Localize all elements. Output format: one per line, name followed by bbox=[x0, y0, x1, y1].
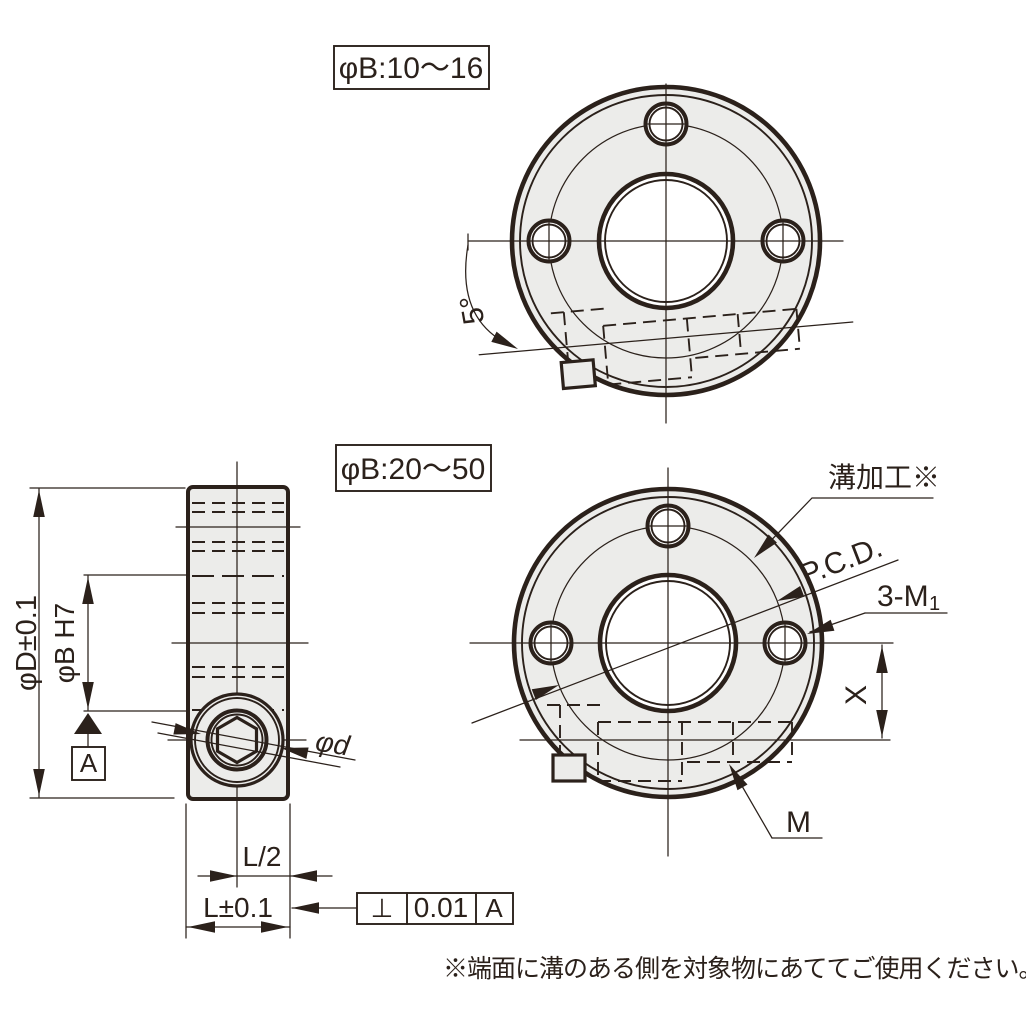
angle-dimension: 5° bbox=[454, 244, 521, 355]
length-dimension: L±0.1 bbox=[185, 803, 291, 939]
thread-label: 3-M bbox=[877, 580, 929, 613]
side-view: φd φD±0.1 φB H7 A bbox=[11, 461, 514, 939]
m-leader: M bbox=[723, 761, 823, 839]
angle-label: 5° bbox=[454, 293, 491, 327]
set-screw bbox=[189, 692, 285, 788]
variant-label-small-text: φB:10〜16 bbox=[339, 52, 484, 85]
tolerance-frame: ⊥ 0.01 A bbox=[291, 892, 514, 925]
frame-box bbox=[356, 892, 514, 925]
groove-label: 溝加工※ bbox=[828, 462, 940, 493]
screw-dia-label: φd bbox=[313, 726, 353, 762]
front-view-small-bore: 5° bbox=[454, 83, 854, 424]
datum-box bbox=[71, 746, 106, 781]
pcd-label: P.C.D. bbox=[796, 531, 887, 592]
length-label: L±0.1 bbox=[203, 892, 273, 923]
half-length-dimension: L/2 bbox=[197, 803, 333, 939]
outer-dia-label: φD±0.1 bbox=[11, 595, 43, 691]
bore-dia-label: φB H7 bbox=[49, 603, 80, 683]
groove-leader: 溝加工※ bbox=[749, 462, 940, 563]
screw-dia-dimension: φd bbox=[151, 721, 356, 768]
m-dim-label: M bbox=[786, 806, 811, 839]
datum-triangle bbox=[74, 713, 102, 734]
bore-dia-dimension: φB H7 A bbox=[49, 574, 190, 781]
hex-socket bbox=[215, 715, 259, 765]
outer-dia-dimension: φD±0.1 bbox=[11, 487, 186, 799]
center-lines bbox=[467, 83, 844, 424]
variant-label-small: φB:10〜16 bbox=[333, 45, 490, 90]
datum-label: A bbox=[80, 748, 98, 778]
variant-label-large: φB:20〜50 bbox=[335, 444, 492, 492]
variant-label-large-text: φB:20〜50 bbox=[341, 453, 486, 486]
groove-hidden-lines bbox=[478, 290, 854, 391]
tolerance-datum: A bbox=[485, 893, 503, 923]
thread-label-subscript: 1 bbox=[929, 593, 940, 615]
usage-note: ※端面に溝のある側を対象物にあててご使用ください。 bbox=[443, 955, 1026, 983]
tolerance-value: 0.01 bbox=[414, 892, 469, 923]
x-dimension: X bbox=[840, 644, 888, 739]
x-dim-label: X bbox=[840, 685, 873, 705]
half-length-label: L/2 bbox=[243, 841, 282, 872]
perpendicularity-icon: ⊥ bbox=[371, 893, 394, 923]
groove-hidden-lines bbox=[519, 703, 891, 783]
thread-leader: 3-M 1 bbox=[805, 580, 948, 640]
front-view-large-bore: P.C.D. 溝加工※ 3-M 1 X M bbox=[469, 462, 948, 857]
